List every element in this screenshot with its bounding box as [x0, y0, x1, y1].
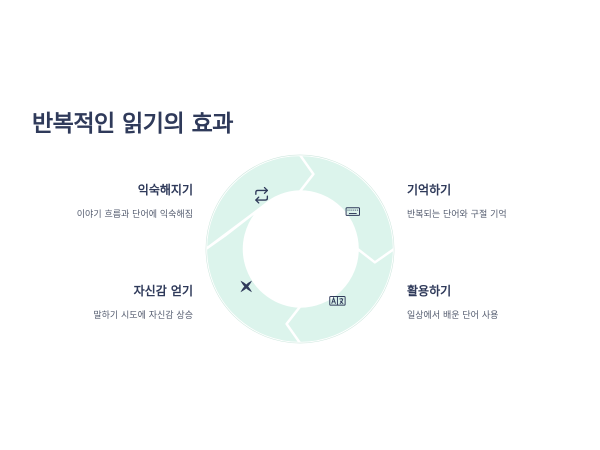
cycle-diagram	[204, 153, 396, 345]
step-description: 말하기 시도에 자신감 상승	[93, 311, 193, 321]
step-description: 반복되는 단어와 구절 기억	[407, 210, 507, 220]
puzzle-icon	[240, 280, 252, 293]
keyboard-icon	[345, 207, 360, 216]
step-heading: 자신감 얻기	[133, 284, 193, 298]
page-title: 반복적인 읽기의 효과	[32, 111, 233, 137]
step-confidence: 자신감 얻기 말하기 시도에 자신감 상승	[18, 282, 193, 321]
step-remember: 기억하기 반복되는 단어와 구절 기억	[407, 181, 582, 220]
step-heading: 활용하기	[407, 284, 452, 298]
repeat-arrows-icon	[255, 186, 269, 204]
step-heading: 익숙해지기	[137, 183, 193, 197]
step-heading: 기억하기	[407, 183, 452, 197]
step-description: 이야기 흐름과 단어에 익숙해짐	[76, 210, 193, 220]
step-familiarize: 익숙해지기 이야기 흐름과 단어에 익숙해짐	[18, 181, 193, 220]
step-apply: 활용하기 일상에서 배운 단어 사용	[407, 282, 582, 321]
translate-icon	[329, 296, 346, 306]
step-description: 일상에서 배운 단어 사용	[407, 311, 499, 321]
